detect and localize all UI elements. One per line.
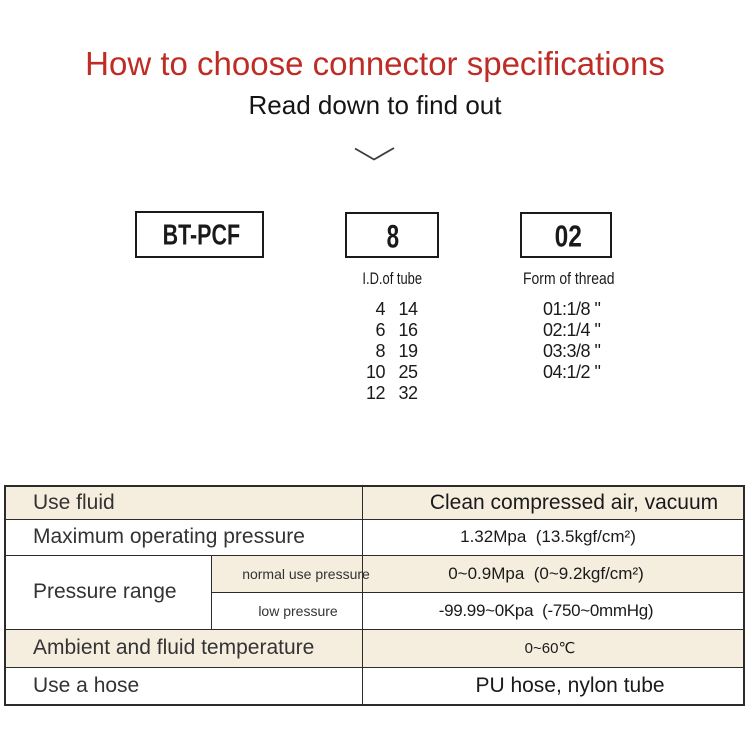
spec-row-value-temperature: 0~60℃ <box>363 629 743 668</box>
thread-form-row: 02:1/4 " <box>543 319 601 340</box>
model-code-text: BT-PCF <box>162 219 241 252</box>
tube-code-text: 8 <box>386 218 400 254</box>
page-subtitle: Read down to find out <box>248 90 502 120</box>
spec-row-label-max-pressure: Maximum operating pressure <box>6 519 363 556</box>
spec-sublabel-low-pressure: low pressure <box>212 592 363 630</box>
page-title: How to choose connector specifications <box>85 45 665 82</box>
spec-row-value-max-pressure: 1.32Mpa (13.5kgf/cm²) <box>363 520 743 556</box>
spec-row-label-pressure-range: Pressure range <box>6 555 212 630</box>
thread-code-box: 02 <box>520 212 612 258</box>
tube-id-caption: I.D.of tube <box>362 269 422 288</box>
thread-form-list: 01:1/8 " 02:1/4 " 03:3/8 " 04:1/2 " <box>543 299 601 383</box>
spec-row-value-hose: PU hose, nylon tube <box>475 674 665 697</box>
chevron-down-icon <box>354 147 395 161</box>
spec-row-value-normal-pressure: 0~0.9Mpa (0~9.2kgf/cm²) <box>363 555 743 593</box>
thread-form-row: 04:1/2 " <box>543 361 601 382</box>
spec-table: Use fluid Clean compressed air, vacuum M… <box>4 485 745 706</box>
spec-row-value-low-pressure: -99.99~0Kpa (-750~0mmHg) <box>363 593 743 630</box>
spec-sublabel-normal-pressure: normal use pressure <box>212 555 370 593</box>
thread-code-text: 02 <box>554 218 582 254</box>
spec-row-label-hose: Use a hose <box>6 668 363 704</box>
thread-form-row: 03:3/8 " <box>543 340 601 361</box>
spec-row-label-temperature: Ambient and fluid temperature <box>6 629 363 668</box>
thread-form-caption: Form of thread <box>523 269 615 288</box>
spec-row-value-use-fluid: Clean compressed air, vacuum <box>363 487 743 520</box>
tube-code-box: 8 <box>345 212 439 258</box>
model-code-box: BT-PCF <box>135 211 264 258</box>
thread-form-row: 01:1/8 " <box>543 299 601 319</box>
spec-row-label-use-fluid: Use fluid <box>6 487 363 520</box>
